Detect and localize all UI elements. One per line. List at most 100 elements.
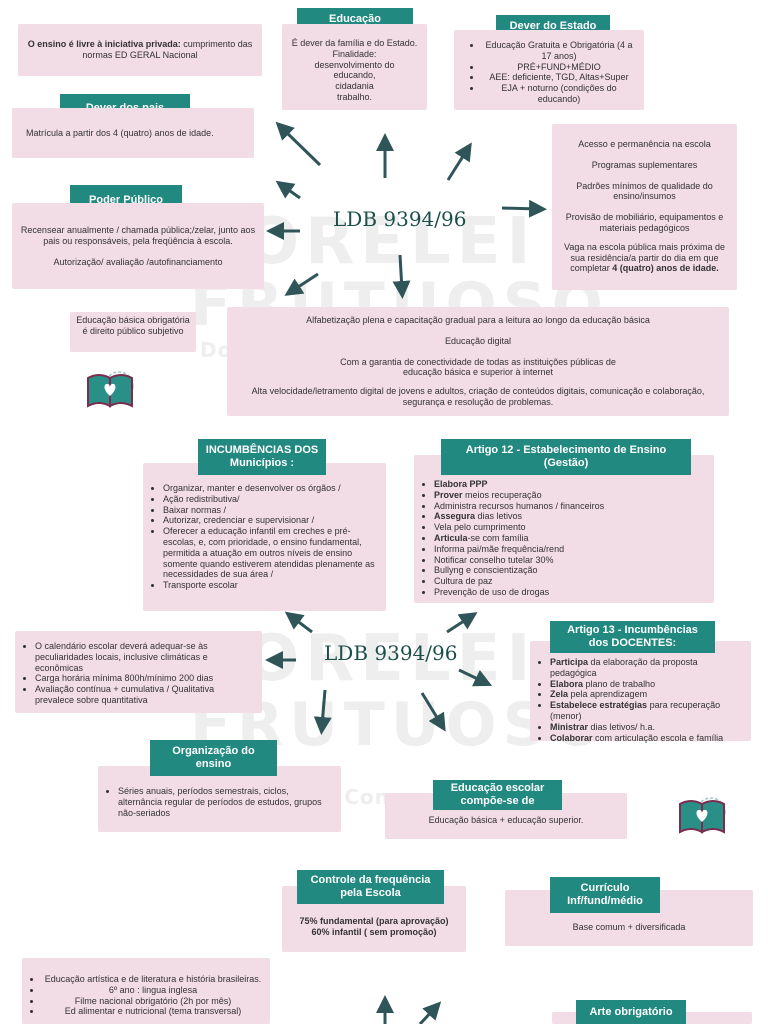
lista-item: Educação artística e de literatura e his… (42, 974, 264, 985)
artigo12-item: Articula-se com família (434, 533, 704, 544)
artigo12-item: Prevenção de uso de drogas (434, 587, 704, 598)
municipios-item: Transporte escolar (163, 580, 376, 591)
educacao-line: cidadania (335, 81, 374, 92)
livre-bold: O ensino é livre à iniciativa privada: (27, 39, 181, 49)
artigo13-bold: Ministrar (550, 721, 589, 732)
artigo13-header: Artigo 13 - Incumbências dos DOCENTES: (550, 621, 715, 653)
educacao-escolar-text: Educação básica + educação superior. (428, 815, 584, 825)
municipios-header: INCUMBÊNCIAS DOS Municípios : (198, 439, 326, 475)
artigo13-item: Elabora plano de trabalho (550, 679, 745, 690)
alfab-line: Alta velocidade/letramento digital de jo… (251, 386, 705, 407)
curriculo-text: Base comum + diversificada (572, 922, 686, 932)
lista-box: Educação artística e de literatura e his… (22, 958, 270, 1024)
calendario-box: O calendário escolar deverá adequar-se à… (15, 631, 262, 713)
livre-text: cumprimento das normas ED GERAL Nacional (82, 39, 253, 60)
direito-text: Educação básica obrigatória é direito pú… (76, 315, 190, 336)
educacao-escolar-header: Educação escolar compõe-se de (433, 780, 562, 810)
artigo13-item: Zela pela aprendizagem (550, 689, 745, 700)
organizacao-box: Séries anuais, períodos semestrais, cicl… (98, 766, 341, 832)
artigo12-item: Assegura dias letivos (434, 511, 704, 522)
arrow (501, 199, 547, 218)
artigo12-item: Vela pelo cumprimento (434, 522, 704, 533)
artigo12-bold: Elabora PPP (434, 479, 488, 489)
poder-publico-box: Recensear anualmente / chamada pública;/… (12, 203, 264, 289)
book-logo-icon (679, 797, 726, 834)
artigo12-text: dias letivos (475, 511, 523, 522)
artigo12-bold: Articula (434, 532, 468, 543)
arrow (418, 1001, 442, 1024)
curriculo-header: Currículo Inf/fund/médio (550, 877, 660, 913)
arrow (420, 692, 446, 732)
artigo12-item: Elabora PPP (434, 479, 704, 490)
poder-publico-line: Recensear anualmente / chamada pública;/… (20, 225, 256, 246)
dever-estado-item: PRÉ+FUND+MÉDIO (482, 62, 636, 73)
dever-estado-item: AEE: deficiente, TGD, Altas+Super (482, 72, 636, 83)
arrow (446, 612, 478, 634)
artigo12-item: Bullyng e conscientização (434, 565, 704, 576)
educacao-line: Finalidade: (332, 48, 377, 59)
artigo13-text: pela aprendizagem (568, 689, 648, 700)
artigo13-item: Estabelece estratégias para recuperação … (550, 700, 745, 722)
frequencia-header: Controle da frequência pela Escola (297, 870, 444, 904)
acesso-last: Vaga na escola pública mais próxima de s… (558, 242, 731, 274)
alfab-line: Educação digital (444, 335, 512, 346)
educacao-line: desenvolvimento do (314, 59, 395, 70)
artigo12-bold: Prover (434, 489, 463, 500)
artigo13-bold: Colaborar (550, 732, 593, 743)
acesso-line: Programas suplementares (591, 159, 698, 170)
artigo12-text: Notificar conselho tutelar 30% (434, 554, 554, 565)
frequencia-line: 60% infantil ( sem promoção) (311, 926, 437, 937)
artigo12-text: Prevenção de uso de drogas (434, 586, 550, 597)
educacao-line: É dever da família e do Estado. (291, 38, 418, 48)
alfabetizacao-box: Alfabetização plena e capacitação gradua… (227, 307, 729, 416)
dever-estado-box: Educação Gratuita e Obrigatória (4 a 17 … (454, 30, 644, 110)
artigo13-item: Participa da elaboração da proposta peda… (550, 657, 745, 679)
arte-header: Arte obrigatório (576, 1000, 686, 1024)
arrow (275, 121, 322, 167)
municipios-item: Organizar, manter e desenvolver os órgão… (163, 483, 376, 494)
ldb-title-1: LDB 9394/96 (333, 207, 467, 231)
dever-estado-item: EJA + noturno (condições do educando) (482, 83, 636, 105)
artigo12-text: Cultura de paz (434, 576, 493, 587)
arrow (313, 689, 332, 735)
acesso-box: Acesso e permanência na escola Programas… (552, 124, 737, 290)
alfab-line: Com a garantia de conectividade de todas… (340, 356, 616, 378)
artigo13-text: da elaboração da proposta pedagógica (550, 657, 698, 678)
artigo12-text: -se com família (467, 532, 529, 543)
acesso-last-bold: 4 (quatro) anos de idade. (612, 263, 719, 274)
calendario-item: Carga horária mínima 800h/mínimo 200 dia… (35, 673, 252, 684)
artigo13-item: Colaborar com articulação escola e famíl… (550, 733, 745, 744)
calendario-item: O calendário escolar deverá adequar-se à… (35, 641, 252, 673)
artigo13-text: com articulação escola e família (592, 732, 724, 743)
dever-pais-text: Matrícula a partir dos 4 (quatro) anos d… (26, 128, 214, 138)
ldb-title-2: LDB 9394/96 (324, 641, 458, 665)
municipios-item: Baixar normas / (163, 505, 376, 516)
acesso-line: Provisão de mobiliário, equipamentos e m… (565, 212, 724, 233)
municipios-item: Oferecer a educação infantil em creches … (163, 526, 376, 580)
organizacao-header: Organização do ensino (150, 740, 277, 776)
artigo12-header: Artigo 12 - Estabelecimento de Ensino (G… (441, 439, 691, 475)
calendario-item: Avaliação contínua + cumulativa / Qualit… (35, 684, 252, 706)
arrow (284, 272, 319, 296)
educacao-line: trabalho. (336, 91, 373, 102)
educacao-box: É dever da família e do Estado. Finalida… (282, 24, 427, 110)
arrow (458, 668, 493, 687)
artigo12-text: Bullyng e conscientização (434, 565, 538, 576)
arrow (392, 254, 411, 299)
artigo12-item: Informa pai/mãe frequência/rend (434, 544, 704, 555)
dever-pais-box: Matrícula a partir dos 4 (quatro) anos d… (12, 108, 254, 158)
artigo12-item: Cultura de paz (434, 576, 704, 587)
frequencia-line: 75% fundamental (para aprovação) (299, 916, 449, 926)
artigo13-box: Participa da elaboração da proposta peda… (530, 641, 751, 744)
lista-item: 6º ano : lingua inglesa (42, 985, 264, 996)
artigo13-text: dias letivos/ h.a. (588, 721, 656, 732)
arrow (284, 611, 313, 634)
artigo13-bold: Participa (550, 657, 589, 667)
artigo12-text: Informa pai/mãe frequência/rend (434, 543, 565, 554)
artigo13-bold: Zela (550, 689, 569, 700)
poder-publico-line: Autorização/ avaliação /autofinanciament… (53, 256, 223, 267)
acesso-line: Acesso e permanência na escola (578, 139, 711, 149)
acesso-line: Padrões mínimos de qualidade do ensino/i… (576, 180, 713, 202)
municipios-item: Ação redistributiva/ (163, 494, 376, 505)
arrow (446, 142, 472, 181)
